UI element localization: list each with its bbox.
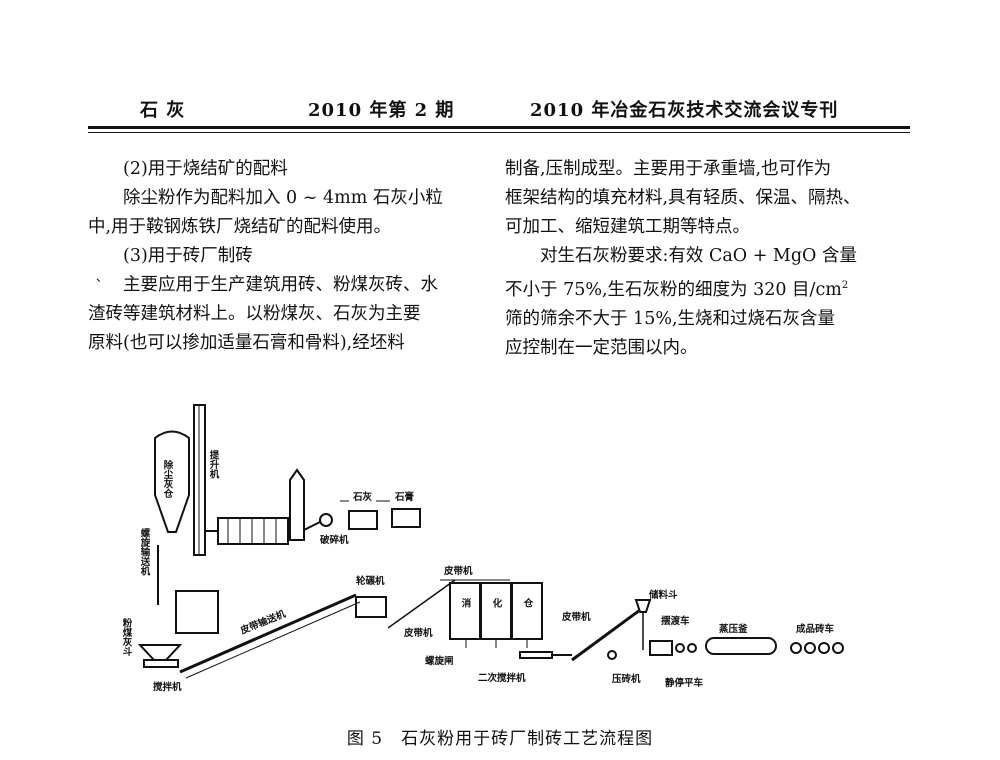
paragraph-line: 对生石灰粉要求:有效 CaO + MgO 含量	[540, 246, 857, 266]
label-belt3: 皮带机	[561, 611, 591, 623]
paragraph-line: 制备,压制成型。主要用于承重墙,也可作为	[505, 159, 832, 179]
wheel-mill-shape	[355, 596, 387, 618]
digestion-silo-3-shape	[511, 582, 543, 640]
label-elevator: 提升机	[208, 449, 220, 479]
label-autoclave: 蒸压釜	[719, 623, 748, 635]
fineness-superscript: 2	[841, 280, 849, 291]
belt-conveyor-long-shape	[179, 593, 357, 674]
header-special: 2010 年冶金石灰技术交流会议专刊	[530, 100, 839, 121]
label-parking-car: 静停平车	[665, 677, 704, 689]
label-crusher: 破碎机	[320, 534, 349, 546]
fly-ash-bin-shape	[175, 590, 219, 634]
label-storage-hopper: 储料斗	[649, 589, 678, 601]
press-shape	[649, 640, 673, 656]
paragraph-line: 框架结构的填充材料,具有轻质、保温、隔热、	[505, 188, 861, 208]
label-belt2: 皮带机	[403, 627, 433, 639]
label-screw-gate: 螺旋闸	[425, 655, 454, 667]
section-heading-brick: (3)用于砖厂制砖	[123, 246, 253, 266]
label-transfer-car: 摆渡车	[661, 615, 690, 627]
storage-hopper-shape	[634, 599, 652, 613]
label-mixer: 搅拌机	[153, 681, 182, 693]
stray-mark: 、	[96, 270, 109, 284]
header-rule-thin	[88, 132, 910, 133]
gypsum-bin-shape	[391, 508, 421, 528]
fly-ash-hopper-shape	[137, 644, 183, 661]
label-belt-long: 皮带输送机	[238, 608, 288, 637]
second-elevator-shape	[289, 468, 305, 541]
label-silo-vertical-1: 消	[460, 597, 472, 608]
figure-caption: 图 5 石灰粉用于砖厂制砖工艺流程图	[346, 729, 654, 749]
right-column: 制备,压制成型。主要用于承重墙,也可作为 框架结构的填充材料,具有轻质、保温、隔…	[505, 155, 910, 363]
header-issue: 2010 年第 2 期	[308, 100, 455, 121]
header-rule-thick	[88, 126, 910, 129]
paragraph-line: 主要应用于生产建筑用砖、粉煤灰砖、水	[123, 275, 438, 295]
paragraph-line: 中,用于鞍钢炼铁厂烧结矿的配料使用。	[88, 217, 392, 237]
label-silo-vertical-2: 化	[491, 597, 503, 608]
label-fly-ash-hopper: 粉煤灰斗	[121, 617, 133, 657]
mixer-shape	[143, 659, 179, 668]
label-lime: 石灰	[352, 491, 373, 503]
label-wheel-mill: 轮碾机	[356, 575, 385, 587]
paragraph-line: 原料(也可以掺加适量石膏和骨料),经坯料	[88, 333, 405, 353]
label-screw-conveyor: 螺旋输送机	[139, 527, 152, 576]
belt3-shape	[571, 608, 641, 662]
label-finished-car: 成品砖车	[796, 623, 835, 635]
paragraph-line: 可加工、缩短建筑工期等特点。	[505, 217, 750, 237]
label-second-mixer: 二次搅拌机	[478, 672, 526, 684]
lime-bin-shape	[348, 510, 378, 530]
fineness-text: 不小于 75%,生石灰粉的细度为 320 目/cm	[505, 279, 842, 300]
digestion-silo-1-shape	[449, 582, 481, 640]
screw-gate-shape	[519, 651, 553, 659]
paragraph-line: 筛的筛余不大于 15%,生烧和过烧石灰含量	[505, 308, 836, 329]
left-column: (2)用于烧结矿的配料 除尘粉作为配料加入 0 ~ 4mm 石灰小粒 中,用于鞍…	[88, 155, 493, 358]
paragraph-line: 应控制在一定范围以内。	[505, 337, 698, 358]
label-press: 压砖机	[612, 673, 641, 685]
section-heading-sinter: (2)用于烧结矿的配料	[123, 159, 288, 179]
belt1-shape	[387, 579, 456, 629]
paragraph-line: 除尘粉作为配料加入 0 ~ 4mm 石灰小粒	[123, 188, 443, 208]
header-journal: 石 灰	[140, 100, 186, 121]
label-gypsum: 石膏	[394, 491, 415, 503]
digestion-silo-2-shape	[480, 582, 512, 640]
paragraph-line: 渣砖等建筑材料上。以粉煤灰、石灰为主要	[88, 304, 421, 324]
label-silo: 除尘灰仓	[162, 459, 175, 498]
label-belt1: 皮带机	[443, 565, 473, 577]
autoclave-shape	[705, 637, 777, 655]
dust-silo-shape	[154, 430, 190, 533]
paragraph-line: 不小于 75%,生石灰粉的细度为 320 目/cm2	[505, 271, 910, 305]
crusher-shape	[319, 513, 333, 527]
label-silo-vertical-3: 仓	[522, 597, 535, 607]
